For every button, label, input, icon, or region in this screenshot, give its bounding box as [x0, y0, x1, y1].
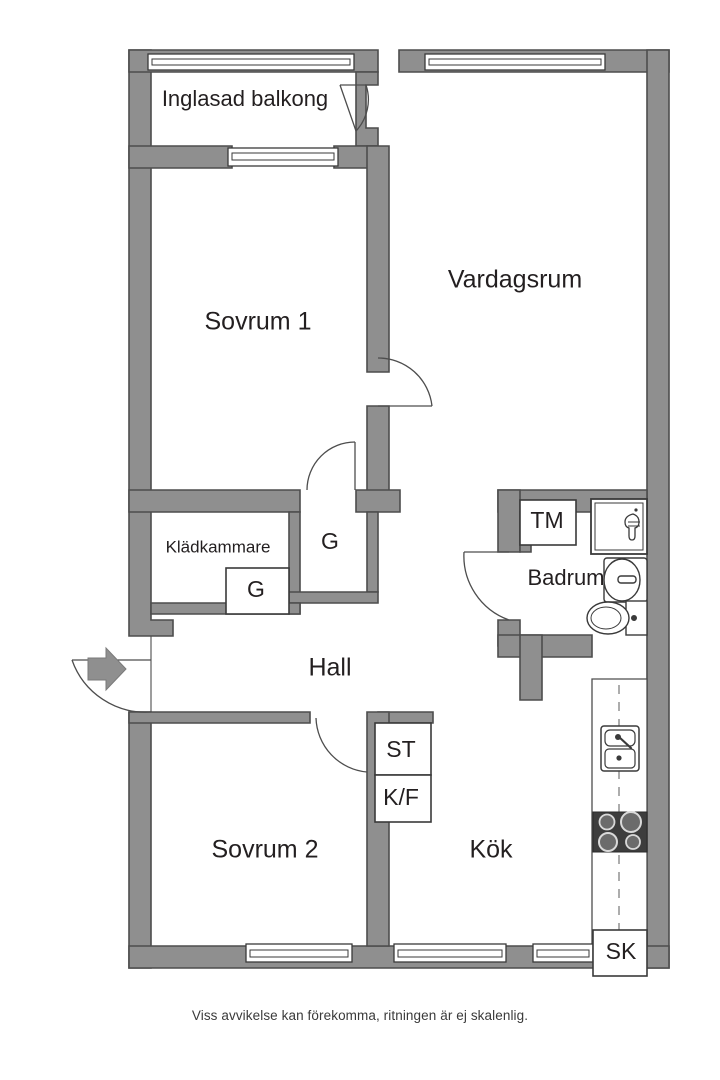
stove-icon	[592, 811, 648, 853]
wall-hall-bottom-left	[128, 711, 311, 724]
window-bedroom1-top	[227, 147, 339, 167]
room-label-kitchen: Kök	[469, 836, 513, 864]
room-label-balcony: Inglasad balkong	[162, 86, 328, 111]
door-bedroom2	[315, 717, 368, 773]
annotation-wardrobe-g-upper: G	[321, 528, 339, 554]
annotation-cabinet-sk: SK	[606, 938, 637, 964]
window-living-top	[424, 53, 606, 71]
room-label-bedroom2: Sovrum 2	[212, 836, 319, 864]
room-label-hall: Hall	[308, 654, 351, 682]
bathroom-fixtures	[586, 498, 648, 636]
wall-bedroom1-living-divider	[366, 145, 390, 373]
kitchen-fixtures	[592, 725, 648, 853]
niche-box-group	[225, 499, 648, 977]
wall-left-outer-lower	[128, 711, 152, 969]
door-bedroom1-hall	[306, 441, 356, 491]
laundry-box-tm	[519, 499, 577, 546]
window-balcony-top	[147, 53, 355, 71]
room-label-bedroom1: Sovrum 1	[205, 308, 312, 336]
room-label-group: Inglasad balkong Sovrum 1 Vardagsrum Klä…	[162, 86, 605, 864]
toilet-icon	[586, 600, 648, 636]
wall-bedroom1-bottom-left	[128, 489, 301, 513]
entrance-arrow-icon	[87, 646, 127, 692]
room-label-bathroom: Badrum	[527, 565, 604, 590]
window-kitchen-bottom-left	[393, 943, 507, 963]
door-group	[71, 84, 510, 773]
wall-wardrobe-bottom	[288, 591, 379, 604]
shower-icon	[590, 498, 648, 555]
window-kitchen-bottom-right	[532, 943, 594, 963]
door-bedroom1-living	[377, 357, 433, 407]
sink-icon	[603, 557, 648, 603]
wall-bathroom-bottom	[497, 634, 593, 658]
wall-bedroom1-bottom-right	[355, 489, 401, 513]
annotation-storage-st: ST	[386, 736, 415, 762]
wall-balcony-bottom-left	[128, 145, 233, 169]
door-balcony	[339, 84, 370, 132]
disclaimer-caption: Viss avvikelse kan förekomma, ritningen …	[191, 1008, 529, 1023]
annotation-wardrobe-g-lower: G	[247, 576, 265, 602]
wall-wardrobe-right	[366, 511, 379, 593]
annotation-laundry-machine-tm: TM	[530, 507, 563, 533]
wall-balcony-divider	[355, 71, 379, 147]
room-label-walkincloset: Klädkammare	[166, 537, 271, 556]
wardrobe-box-g-lower	[225, 567, 290, 615]
door-bathroom	[463, 551, 510, 621]
wall-right-outer	[646, 49, 670, 969]
storage-box-st	[374, 722, 432, 776]
wall-bathroom-left-upper	[497, 489, 521, 553]
window-bedroom2-bottom	[245, 943, 353, 963]
wall-kitchen-left	[519, 634, 543, 701]
room-label-livingroom: Vardagsrum	[448, 266, 582, 294]
window-group	[147, 53, 606, 963]
kitchen-sink-icon	[600, 725, 640, 772]
annotation-fridge-freezer-kf: K/F	[383, 784, 419, 810]
fridge-box-kf	[374, 774, 432, 823]
annotation-label-group: G G TM ST K/F SK	[247, 507, 637, 964]
cabinet-box-sk	[592, 929, 648, 977]
